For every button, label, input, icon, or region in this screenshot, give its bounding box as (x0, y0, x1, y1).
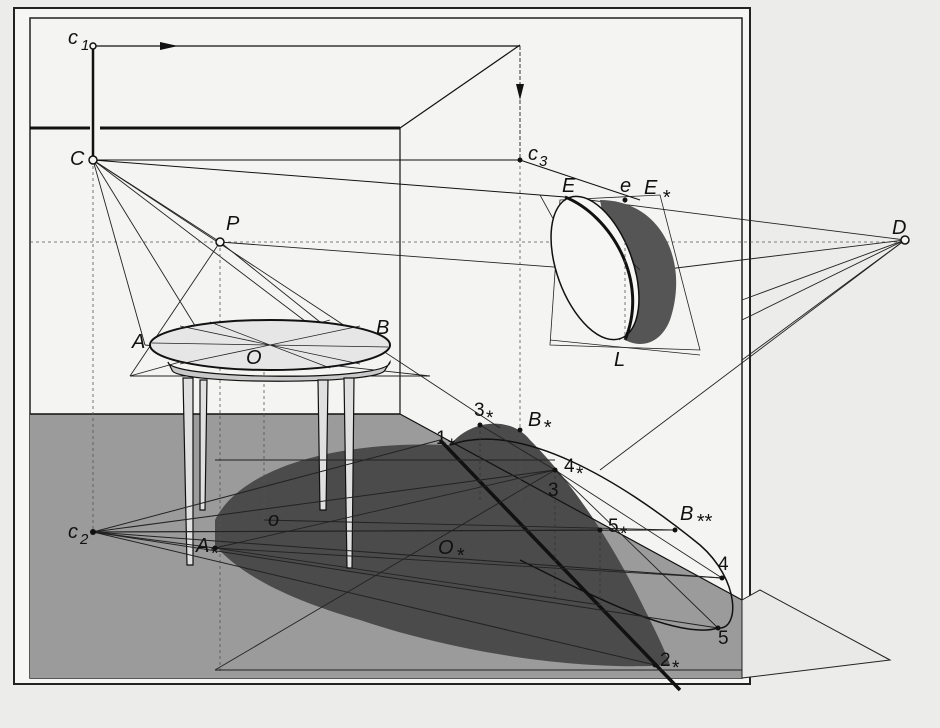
label-3: 3 (548, 480, 559, 501)
label-2-star-mark: * (672, 658, 680, 679)
construction-points (88, 42, 910, 247)
C-E-line (92, 159, 566, 198)
label-A: A (131, 331, 145, 353)
label-5: 5 (718, 628, 729, 649)
label-4-star: 4 (564, 456, 575, 477)
label-B-dstar-mark: ** (696, 511, 713, 533)
floor-edge-diagonal (399, 413, 743, 601)
label-B-star: B (528, 409, 541, 431)
shadow-outline-curve (449, 438, 734, 631)
label-B-dstar: B (680, 503, 693, 525)
label-c2-sub: 2 (79, 531, 89, 548)
label-4: 4 (718, 554, 729, 575)
P-to-table-2 (219, 241, 331, 331)
rays-from-C (92, 159, 501, 429)
P-to-table (129, 241, 221, 377)
label-5-star: 5 (608, 516, 619, 537)
label-c3-sub: 3 (539, 153, 548, 170)
label-c1-sub: 1 (81, 37, 89, 54)
label-B-star-mark: * (543, 417, 552, 439)
table (129, 319, 431, 569)
label-3-star-mark: * (486, 408, 494, 429)
solid-points (90, 157, 725, 668)
label-A-star: A (195, 535, 209, 557)
ceiling-diagonal (399, 44, 521, 129)
label-c2: c (68, 521, 78, 543)
label-B: B (376, 317, 389, 339)
c3-E-line (519, 159, 641, 201)
label-D: D (892, 217, 906, 239)
label-E-star-mark: * (662, 187, 671, 209)
label-3-star: 3 (474, 400, 485, 421)
label-c1: c (68, 27, 78, 49)
wall-light-spot (539, 194, 701, 356)
c1-arrow-head (160, 42, 178, 50)
label-L: L (614, 349, 625, 371)
label-E-star: E (644, 177, 658, 199)
label-C: C (70, 148, 85, 170)
label-P: P (226, 213, 240, 235)
label-o: o (268, 509, 279, 531)
table-cast-shadow (215, 423, 670, 667)
label-e: e (620, 175, 631, 197)
label-O: O (246, 347, 262, 369)
label-2-star: 2 (660, 650, 671, 671)
label-O-star: O (438, 537, 454, 559)
label-1-star: 1 (436, 428, 447, 449)
floor-dashed-verticals (479, 425, 601, 605)
floor-light-triangle (741, 589, 892, 679)
label-c3: c (528, 143, 538, 165)
label-5-star-mark: * (620, 524, 628, 545)
rays-from-c2 (92, 439, 723, 666)
label-A-star-mark: * (210, 543, 219, 565)
label-O-star-mark: * (456, 545, 465, 567)
label-E: E (562, 175, 576, 197)
floor-construction (214, 424, 742, 671)
c3-arrow-head (516, 84, 524, 100)
label-4-star-mark: * (576, 464, 584, 485)
label-1-star-mark: * (448, 436, 456, 457)
